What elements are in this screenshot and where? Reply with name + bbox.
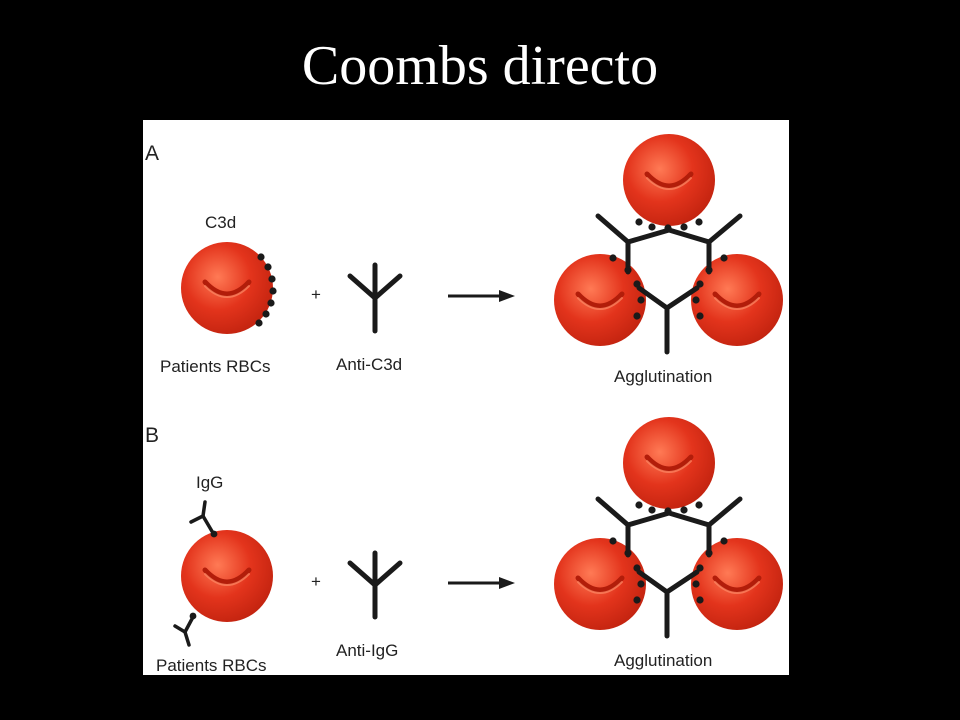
panel-b-result-label: Agglutination (614, 651, 712, 670)
slide-title: Coombs directo (301, 35, 659, 97)
panel-a-patient-rbc (181, 242, 277, 334)
panel-a-cluster-dots (609, 218, 728, 320)
panel-b-igg-icon (173, 500, 215, 647)
panel-a-cell-label: Patients RBCs (160, 357, 271, 376)
panel-a-antibody-icon (347, 262, 403, 334)
panel-b-marker-label: IgG (196, 473, 223, 492)
panel-b-arrow-icon (448, 577, 515, 589)
panel-a-agglutination-cluster (554, 134, 783, 355)
panel-a-plus: + (311, 285, 321, 304)
panel-a: A C3d Patients RBCs + Anti-C3d (145, 134, 783, 386)
panel-b: B IgG Patients RBCs + (145, 417, 783, 675)
panel-a-marker-label: C3d (205, 213, 236, 232)
panel-a-reagent-label: Anti-C3d (336, 355, 402, 374)
panel-a-c3d-dots (255, 253, 277, 327)
panel-b-agglutination-cluster (554, 417, 783, 639)
panel-b-antibody-icon (347, 550, 403, 620)
panel-b-letter: B (145, 424, 159, 447)
panel-b-cell-label: Patients RBCs (156, 656, 267, 675)
coombs-diagram: A C3d Patients RBCs + Anti-C3d (143, 120, 789, 675)
panel-b-cluster-dots (609, 501, 728, 604)
panel-b-patient-rbc (173, 500, 273, 647)
panel-a-crosslink-antibodies (595, 213, 743, 355)
panel-b-crosslink-antibodies (595, 496, 743, 639)
panel-b-plus: + (311, 572, 321, 591)
panel-b-reagent-label: Anti-IgG (336, 641, 398, 660)
panel-a-result-label: Agglutination (614, 367, 712, 386)
panel-a-arrow-icon (448, 290, 515, 302)
panel-a-letter: A (145, 142, 159, 165)
